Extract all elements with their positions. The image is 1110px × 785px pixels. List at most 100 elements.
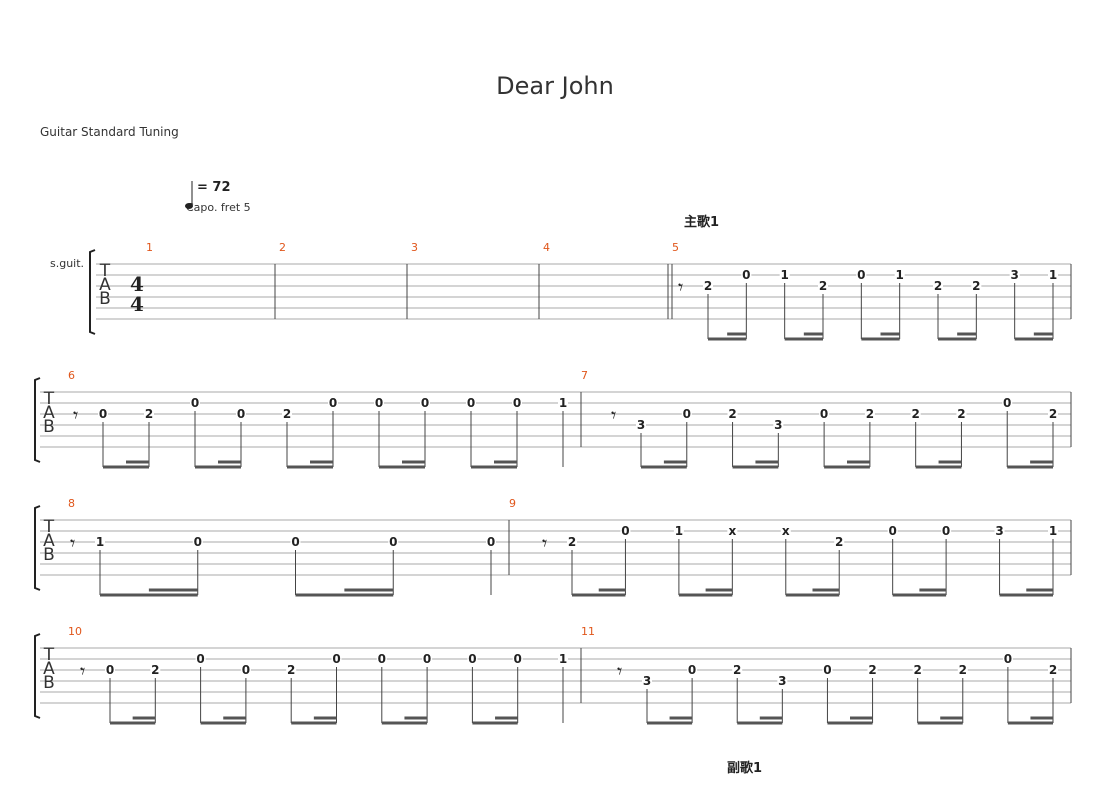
fret-bg xyxy=(331,653,342,665)
fret-bg xyxy=(95,536,105,548)
fret-bg xyxy=(466,397,476,409)
fret-number: x xyxy=(728,524,736,538)
eighth-rest: 𝄾 xyxy=(73,403,78,427)
fret-bg xyxy=(741,269,752,281)
fret-bg xyxy=(727,408,738,420)
fret-bg xyxy=(642,675,652,687)
fret-bg xyxy=(150,664,161,676)
fret-bg xyxy=(144,408,154,420)
section-label-verse: 主歌1 xyxy=(684,215,720,230)
fret-number: 0 xyxy=(375,396,383,410)
fret-bg xyxy=(1048,269,1058,281)
fret-number: 1 xyxy=(96,535,104,549)
fret-bg xyxy=(286,664,297,676)
fret-number: 1 xyxy=(1049,524,1057,538)
fret-number: 2 xyxy=(145,407,153,421)
eighth-rest: 𝄾 xyxy=(617,659,622,683)
tab-clef-letter: B xyxy=(43,673,55,693)
fret-number: 0 xyxy=(1003,396,1011,410)
fret-bg xyxy=(933,280,943,292)
tab-clef-letter: A xyxy=(43,659,55,679)
fret-number: 0 xyxy=(514,652,522,666)
tab-clef-letter: B xyxy=(43,545,55,565)
section-label-chorus: 副歌1 xyxy=(727,761,763,776)
eighth-rest: 𝄾 xyxy=(611,403,616,427)
fret-bg xyxy=(512,653,523,665)
fret-number: 2 xyxy=(728,407,736,421)
fret-bg xyxy=(910,408,921,420)
fret-bg xyxy=(673,525,684,537)
fret-number: 0 xyxy=(329,396,337,410)
fret-number: 2 xyxy=(151,663,159,677)
fret-number: 2 xyxy=(283,407,291,421)
song-title: Dear John xyxy=(496,72,614,100)
fret-bg xyxy=(328,397,338,409)
fret-number: 2 xyxy=(704,279,712,293)
fret-bg xyxy=(703,280,713,292)
fret-bg xyxy=(1048,664,1058,676)
fret-number: 2 xyxy=(913,663,921,677)
fret-number: 2 xyxy=(733,663,741,677)
fret-bg xyxy=(236,408,246,420)
fret-number: 0 xyxy=(467,396,475,410)
fret-number: 2 xyxy=(287,663,295,677)
fret-number: 0 xyxy=(688,663,696,677)
fret-bg xyxy=(727,525,738,537)
fret-number: 0 xyxy=(742,268,750,282)
tab-clef-letter: B xyxy=(43,417,55,437)
fret-bg xyxy=(777,675,788,687)
fret-bg xyxy=(1002,653,1013,665)
tab-clef-letter: T xyxy=(99,261,111,281)
fret-number: 2 xyxy=(1049,407,1057,421)
fret-bg xyxy=(620,525,631,537)
fret-number: 0 xyxy=(487,535,495,549)
fret-number: 0 xyxy=(820,407,828,421)
fret-bg xyxy=(192,536,203,548)
fret-number: 0 xyxy=(621,524,629,538)
fret-number: 3 xyxy=(637,418,645,432)
system-bracket xyxy=(34,505,41,591)
fret-bg xyxy=(1009,269,1020,281)
fret-bg xyxy=(1002,397,1013,409)
fret-bg xyxy=(867,664,878,676)
fret-bg xyxy=(894,269,905,281)
eighth-rest: 𝄾 xyxy=(80,659,85,683)
fret-bg xyxy=(486,536,496,548)
fret-number: 0 xyxy=(857,268,865,282)
fret-bg xyxy=(98,408,108,420)
fret-number: 0 xyxy=(421,396,429,410)
fret-bg xyxy=(834,536,845,548)
fret-bg xyxy=(1048,525,1058,537)
system-bracket xyxy=(34,633,41,719)
fret-bg xyxy=(195,653,206,665)
fret-number: 0 xyxy=(194,535,202,549)
fret-bg xyxy=(467,653,478,665)
fret-number: 3 xyxy=(1010,268,1018,282)
fret-bg xyxy=(818,280,828,292)
fret-number: 0 xyxy=(332,652,340,666)
fret-bg xyxy=(780,525,791,537)
measure-number: 2 xyxy=(279,241,286,254)
fret-number: 0 xyxy=(468,652,476,666)
fret-bg xyxy=(856,269,867,281)
fret-number: 1 xyxy=(675,524,683,538)
fret-number: 0 xyxy=(237,407,245,421)
fret-bg xyxy=(190,397,200,409)
fret-number: 0 xyxy=(423,652,431,666)
fret-number: 3 xyxy=(778,674,786,688)
system-bracket xyxy=(34,377,41,463)
fret-number: 3 xyxy=(643,674,651,688)
fret-bg xyxy=(422,653,433,665)
fret-bg xyxy=(957,664,968,676)
measure-number: 4 xyxy=(543,241,550,254)
tab-clef-letter: T xyxy=(43,645,55,665)
tempo-marking: = 72 xyxy=(197,180,231,195)
tab-clef-letter: T xyxy=(43,389,55,409)
fret-bg xyxy=(864,408,875,420)
fret-number: 0 xyxy=(99,407,107,421)
measure-number: 10 xyxy=(68,625,82,638)
